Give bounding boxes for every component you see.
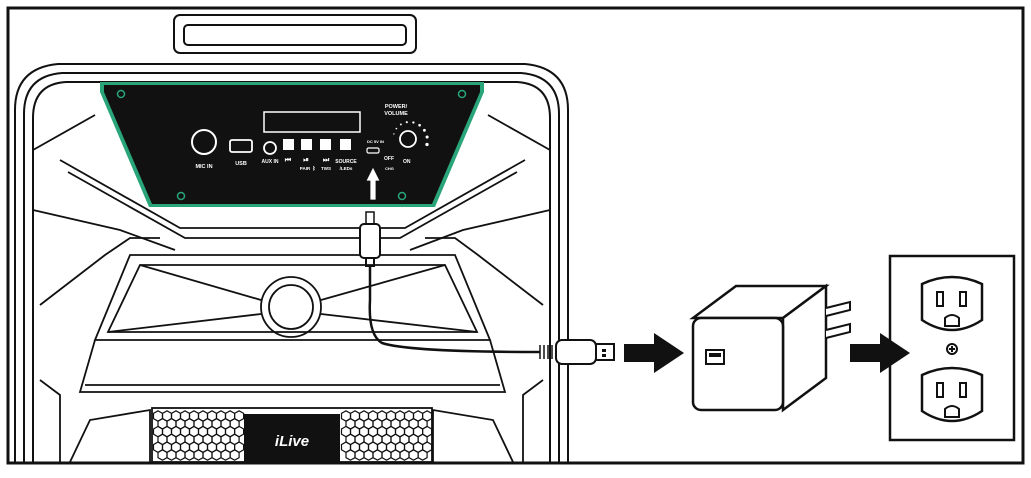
dial-dot (395, 127, 398, 130)
display-window (263, 111, 361, 133)
grille-hole (381, 449, 392, 461)
grille-hole (417, 449, 428, 461)
arrow-right-icon (624, 333, 684, 373)
usb-port (229, 139, 253, 153)
grille-hole (363, 449, 374, 461)
off-label: OFF (384, 156, 394, 162)
grille-hole (390, 449, 401, 461)
dial-dot (412, 121, 415, 124)
aux-in-jack (263, 141, 277, 155)
outlet-socket-top (920, 275, 984, 332)
outlet-socket-bottom (920, 366, 984, 423)
leds-label: /LEDs (340, 166, 353, 171)
dc-in-port (366, 147, 380, 154)
usb-wall-adapter-icon (689, 283, 851, 413)
source-label: SOURCE (335, 159, 357, 165)
dial-dot (422, 128, 426, 132)
micro-usb-connector (359, 223, 381, 259)
aux-in-label: AUX IN (262, 159, 279, 165)
grille-hole (372, 449, 383, 461)
panel-screw-bl (176, 191, 186, 201)
pair-label: PAIR (300, 166, 311, 171)
grille-hole (220, 449, 231, 461)
speaker-horn (78, 254, 507, 393)
grille-hole (211, 449, 222, 461)
grille-hole (229, 449, 240, 461)
diagram-frame (6, 6, 1025, 465)
grille-hole (184, 449, 195, 461)
prev-button (283, 139, 294, 150)
grille-hole (175, 449, 186, 461)
dc-in-label: DC 5V IN (367, 139, 384, 144)
usb-label: USB (235, 161, 247, 167)
grille-hole (166, 449, 177, 461)
dial-dot (393, 133, 395, 135)
hex-grille (152, 410, 433, 461)
tws-label: TWS (321, 166, 331, 171)
brand-badge: iLive (244, 414, 340, 462)
grille-hole (399, 449, 410, 461)
speaker-handle (173, 14, 417, 54)
grille-hole (354, 449, 365, 461)
insert-arrow-icon (365, 166, 381, 201)
power-volume-label-2: VOLUME (384, 111, 408, 117)
next-button (320, 139, 331, 150)
mic-in-jack (191, 129, 217, 155)
grille-hole (408, 449, 419, 461)
next-icon: ⏭ (323, 157, 330, 164)
control-panel: MIC IN USB AUX IN ⏮ ⏯ PAIR ᛒ ⏭ TWS SOURC… (100, 82, 484, 207)
panel-screw-tr (457, 89, 467, 99)
panel-screw-br (397, 191, 407, 201)
dial-dot (399, 123, 402, 126)
mic-in-label: MIC IN (195, 164, 212, 170)
adapter-prongs (825, 300, 851, 339)
prev-icon: ⏮ (285, 157, 292, 164)
volume-dial-dots (393, 121, 429, 147)
wall-outlet-icon (888, 254, 1016, 442)
dial-dot (425, 135, 429, 139)
charging-label: CHG (385, 166, 394, 171)
grille-hole (193, 449, 204, 461)
grille-hole (345, 449, 356, 461)
play-pause-icon: ⏯ (303, 157, 309, 164)
grille-hole (202, 449, 213, 461)
cable-ridges (539, 345, 553, 359)
on-label: ON (403, 159, 411, 165)
source-button (340, 139, 351, 150)
usb-cable-icon (359, 211, 615, 365)
outlet-screw (946, 343, 958, 355)
adapter-front (691, 316, 785, 412)
arrow-right-icon-2 (850, 333, 910, 373)
dial-dot (418, 123, 421, 127)
usb-a-connector (555, 339, 597, 365)
play-pause-button (301, 139, 312, 150)
bluetooth-icon: ᛒ (312, 165, 315, 172)
dial-dot (405, 121, 408, 124)
panel-screw-tl (116, 89, 126, 99)
outlet-plate (888, 254, 1016, 442)
power-volume-knob (399, 130, 417, 148)
power-volume-label-1: POWER/ (385, 104, 408, 110)
brand-logo: iLive (275, 433, 309, 450)
speaker-upper-facets (32, 114, 551, 306)
dial-dot (425, 142, 429, 147)
micro-usb-tip (365, 211, 375, 225)
grille-hole (157, 449, 168, 461)
cable-wire (368, 266, 541, 354)
